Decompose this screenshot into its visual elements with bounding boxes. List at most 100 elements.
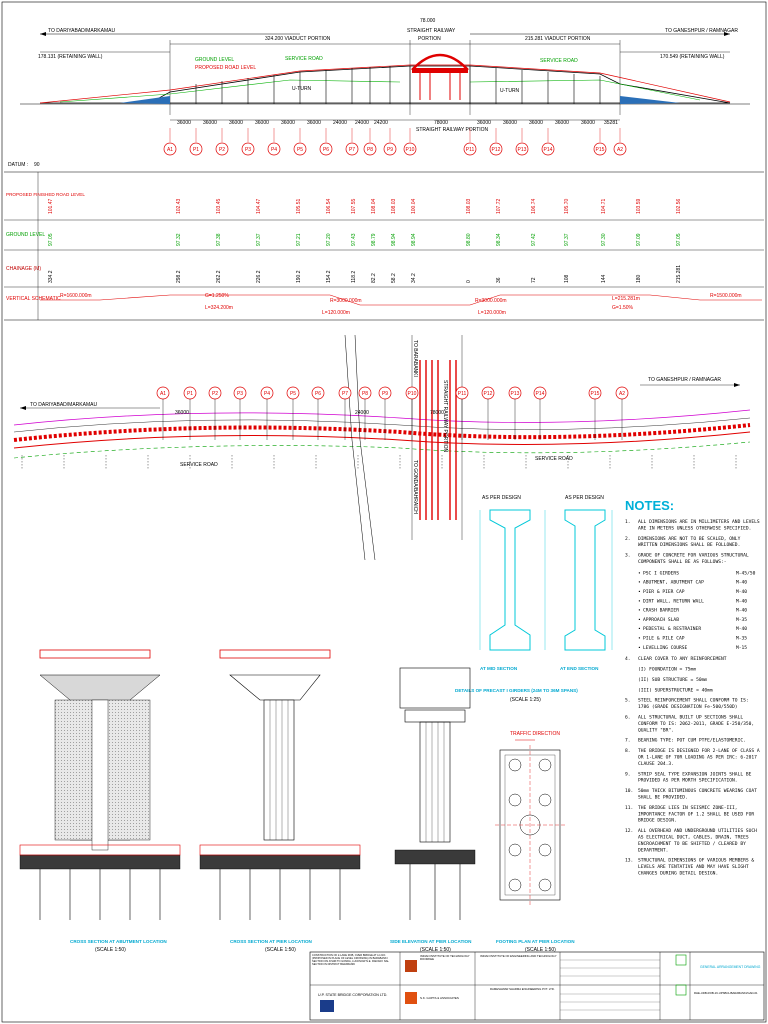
chainage-value-5: 154.2 — [326, 270, 332, 283]
grade-bullet-2: • — [638, 590, 641, 595]
gl-value-8: 98.94 — [391, 233, 397, 246]
section-4-title: FOOTING PLAN AT PIER LOCATION — [496, 939, 575, 944]
grade-value-4: M-40 — [736, 608, 747, 614]
pier-side-elevation: SIDE ELEVATION AT PIER LOCATION (SCALE 1… — [390, 667, 476, 953]
pier-label-P8: P8 — [367, 147, 373, 153]
girder-scale: (SCALE 1:25) — [510, 697, 541, 703]
vert-l5: L=120.000m — [322, 310, 350, 316]
chainage-value-6: 118.2 — [351, 271, 357, 283]
straight-railway-bottom-label: STRAIGHT RAILWAY PORTION — [416, 127, 489, 133]
plan-span-c: 78000 — [430, 410, 444, 416]
grade-bullet-5: • — [638, 618, 641, 623]
u-turn-left-label: U-TURN — [292, 86, 312, 92]
chainage-value-4: 190.2 — [296, 270, 302, 283]
note2-2: (II) SUB STRUCTURE = 50mm — [638, 677, 707, 683]
notes-title: NOTES: — [625, 498, 674, 513]
plan-left-direction: TO DARIYABAD/MARKAMAU — [30, 402, 97, 408]
note2-num-7: 8. — [625, 748, 631, 754]
note2-6: 7.BEARING TYPE: POT CUM PTFE/ELASTOMERIC… — [625, 738, 746, 744]
note2-4: 5.STEEL REINFORCEMENT SHALL CONFORM TO I… — [625, 698, 749, 710]
note2-text-11: ALL OVERHEAD AND UNDERGROUND UTILITIES S… — [638, 828, 757, 853]
note2-text-4: STEEL REINFORCEMENT SHALL CONFORM TO IS:… — [638, 698, 749, 710]
span-right-3: 36000 — [555, 120, 569, 126]
plan-service-road-left: SERVICE ROAD — [180, 462, 218, 468]
note-num-0: 1. — [625, 519, 631, 525]
note2-num-0: 4. — [625, 656, 631, 662]
frl-value-5: 106.54 — [326, 198, 332, 214]
pier-bubble-P2 — [215, 142, 229, 156]
gl-value-7: 98.79 — [371, 233, 377, 246]
gl-value-1: 97.32 — [176, 233, 182, 246]
note-text-2: GRADE OF CONCRETE FOR VARIOUS STRUCTURAL… — [638, 553, 749, 565]
frl-value-10: 108.03 — [466, 198, 472, 214]
pier-bubble-P10 — [403, 142, 417, 156]
section-3-title: SIDE ELEVATION AT PIER LOCATION — [390, 939, 472, 944]
note2-9: 10.50mm THICK BITUMINOUS CONCRETE WEARIN… — [625, 788, 757, 800]
consultant-iit: INDIAN INSTITUTE OF TECHNOLOGY ROORKEE — [420, 955, 470, 962]
note2-num-11: 12. — [625, 828, 633, 834]
pier-label-P11: P11 — [466, 147, 475, 153]
datum-label: DATUM : — [8, 162, 28, 168]
note2-text-10: THE BRIDGE LIES IN SEISMIC ZONE-III,IMPO… — [638, 805, 754, 824]
pier-label-A2: A2 — [617, 147, 623, 153]
span-left-0: 36000 — [177, 120, 191, 126]
note2-num-12: 13. — [625, 858, 633, 864]
frl-value-11: 107.72 — [496, 198, 502, 214]
pier-bubble-P8 — [363, 142, 377, 156]
abutment-cross-section: CROSS SECTION AT ABUTMENT LOCATION (SCAL… — [19, 649, 181, 953]
frl-value-16: 102.56 — [676, 198, 682, 214]
pier-label-P13: P13 — [518, 147, 527, 153]
grade-bullet-6: • — [638, 627, 641, 632]
note-0: 1.ALL DIMENSIONS ARE IN MILLIMETERS AND … — [625, 519, 760, 531]
note-2: 3.GRADE OF CONCRETE FOR VARIOUS STRUCTUR… — [625, 553, 749, 565]
row-chainage-label: CHAINAGE (M) — [6, 266, 41, 272]
note2-num-10: 11. — [625, 805, 633, 811]
pier-label-P2: P2 — [219, 147, 225, 153]
section-2-title: CROSS SECTION AT PIER LOCATION — [230, 939, 313, 944]
frl-value-8: 108.03 — [391, 198, 397, 214]
row-vertical-label: VERTICAL SCHEMATIC — [6, 296, 61, 302]
project-title: CONSTRUCTION OF 2-LANE ROB, OVER BRIDGE … — [312, 954, 389, 966]
frl-value-12: 106.74 — [531, 198, 537, 214]
left-retaining-wall-label: 178.131 (RETAINING WALL) — [38, 54, 103, 60]
note2-8: 9.STRIP SEAL TYPE EXPANSION JOINTS SHALL… — [625, 771, 752, 783]
ground-level-label: GROUND LEVEL — [195, 57, 234, 63]
pier-bubble-P14 — [541, 142, 555, 156]
note2-11: 12. ALL OVERHEAD AND UNDERGROUND UTILITIE… — [625, 828, 757, 853]
pier-bubble-A2 — [613, 142, 627, 156]
plan-bubble-label-P8: P8 — [362, 391, 368, 397]
plan-bubble-label-P11: P11 — [458, 391, 467, 397]
longitudinal-elevation: TO DARIYABAD/MARKAMAU TO GANESHPUR / RAM… — [20, 18, 750, 156]
section-1-scale: (SCALE 1:50) — [95, 947, 126, 953]
note2-7: 8.THE BRIDGE IS DESIGNED FOR 2-LANE OF C… — [625, 748, 760, 767]
vert-r3: L=215.281m — [612, 296, 640, 302]
plan-bubble-label-P3: P3 — [237, 391, 243, 397]
checker-name: RAMESHWAR SHARMA ENGINEERING PVT. LTD. — [490, 988, 555, 991]
plan-service-road-right: SERVICE ROAD — [535, 456, 573, 462]
pier-label-P5: P5 — [297, 147, 303, 153]
consultant-iiet: INDIAN INSTITUTE OF ENGINEERING AND TECH… — [480, 955, 557, 958]
level-table: DATUM : 90 PROPOSED FINISHED ROAD LEVEL … — [4, 162, 764, 321]
service-road-left-label: SERVICE ROAD — [285, 56, 323, 62]
chainage-value-2: 262.2 — [216, 270, 222, 283]
chainage-value-16: 215.281 — [676, 265, 682, 283]
grade-bullet-4: • — [638, 609, 641, 614]
grade-value-8: M-15 — [736, 645, 747, 651]
span-left-7: 24000 — [355, 120, 369, 126]
pier-bubble-P5 — [293, 142, 307, 156]
span-left-4: 36000 — [281, 120, 295, 126]
vert-r1: R=3000.000m — [475, 298, 507, 304]
span-left-8: 24200 — [374, 120, 388, 126]
note2-text-12: STRUCTURAL DIMENSIONS OF VARIOUS MEMBERS… — [638, 858, 754, 877]
vert-l3: L=324.200m — [205, 305, 233, 311]
note2-text-0: CLEAR COVER TO ANY REINFORCEMENT — [638, 656, 727, 662]
pier-label-P14: P14 — [544, 147, 553, 153]
pier-bubble-P9 — [383, 142, 397, 156]
gl-value-11: 98.34 — [496, 233, 502, 246]
vert-l1: R=1600.000m — [60, 293, 92, 299]
proposed-road-label: PROPOSED ROAD LEVEL — [195, 65, 256, 71]
